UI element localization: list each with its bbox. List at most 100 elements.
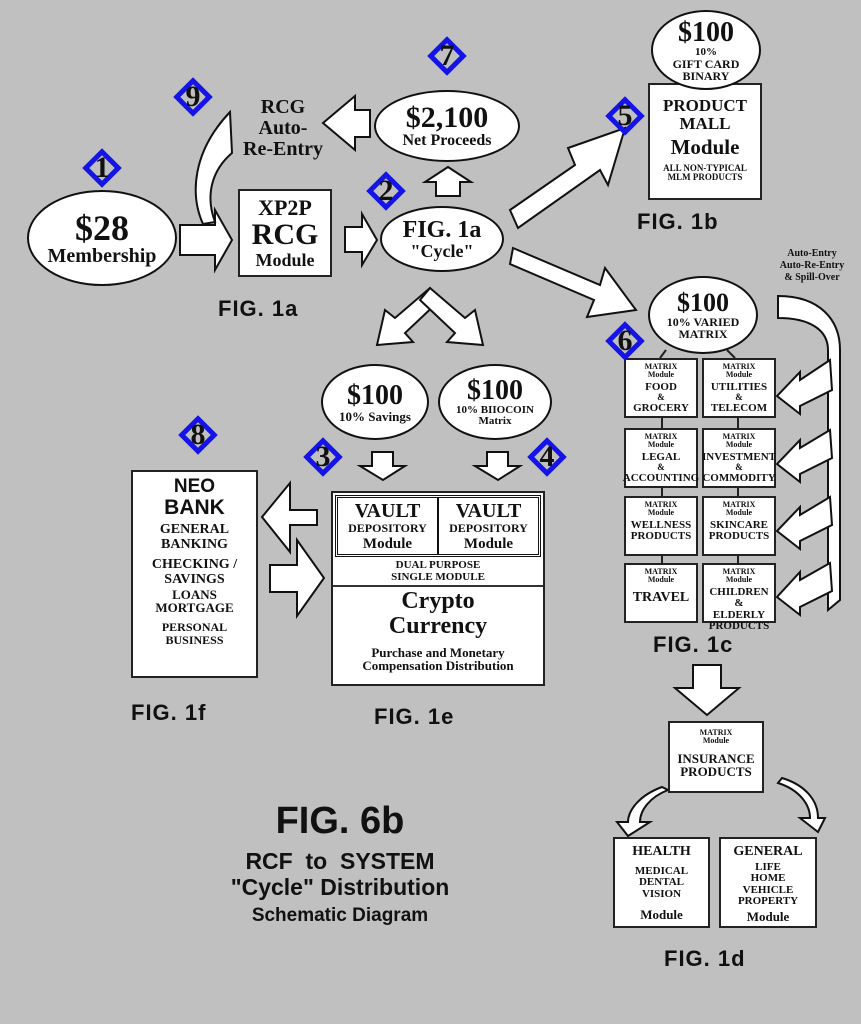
- matrix-name-line-2: &: [735, 462, 743, 473]
- crypto-desc-1: Purchase and Monetary: [371, 644, 505, 660]
- matrix-name-line-1: INVESTMENT: [702, 450, 776, 463]
- bank-item: GENERAL: [159, 521, 230, 537]
- matrix-name-line-1: LEGAL: [641, 450, 681, 463]
- matrix-name-line-3: PRODUCTS: [708, 620, 770, 633]
- step-7-marker: 7: [427, 36, 467, 76]
- mall-line-4: ALL NON-TYPICAL: [663, 162, 747, 173]
- matrix-name-line-1: CHILDREN &: [709, 585, 769, 610]
- arrow-cycle-to-mall: [508, 126, 627, 230]
- general-title: GENERAL: [733, 844, 803, 859]
- step-6-marker: 6: [605, 321, 645, 361]
- matrix-name-line-1: TRAVEL: [632, 589, 690, 605]
- health-module-label: Module: [640, 907, 683, 923]
- savings-node: $100 10% Savings: [321, 364, 429, 440]
- health-title: HEALTH: [632, 844, 691, 859]
- step-3-number: 3: [315, 440, 331, 473]
- module-line-1: XP2P: [258, 195, 312, 221]
- matrix-tag: MATRIX: [644, 432, 678, 441]
- dual-purpose-band: DUAL PURPOSE SINGLE MODULE: [333, 557, 543, 588]
- matrix-name-line-1: FOOD: [645, 380, 677, 393]
- insurance-line-1: INSURANCE: [677, 750, 755, 766]
- matrix-tag: MATRIX: [722, 500, 756, 509]
- vault-sub: DEPOSITORY: [449, 521, 528, 535]
- coin-label-2: Matrix: [478, 415, 512, 427]
- bank-item: LOANS: [172, 586, 217, 602]
- general-module-label: Module: [746, 908, 790, 924]
- biiocoin-node: $100 10% BIIOCOIN Matrix: [438, 364, 552, 440]
- arrow-spill-children: [775, 561, 834, 618]
- insurance-tag: MATRIX: [699, 728, 733, 737]
- fig-1d-caption: FIG. 1d: [664, 946, 746, 971]
- gift-card-node: $100 10% GIFT CARD BINARY: [651, 10, 761, 90]
- matrix-name-line-1: UTILITIES: [710, 380, 768, 393]
- matrix-name-line-3: GROCERY: [633, 401, 689, 414]
- spill-line-2: Auto-Re-Entry: [779, 260, 845, 271]
- bank-item: SAVINGS: [164, 572, 225, 588]
- step-9-marker: 9: [173, 77, 213, 117]
- step-4-marker: 4: [527, 437, 567, 477]
- savings-amount: $100: [347, 379, 403, 411]
- step-2-number: 2: [378, 174, 394, 207]
- fig-1b-caption: FIG. 1b: [637, 209, 719, 234]
- matrix-name-line-2: ELDERLY: [712, 608, 766, 621]
- insurance-products-module: MATRIX Module INSURANCE PRODUCTS: [668, 721, 764, 793]
- matrix-sub: Module: [647, 370, 675, 380]
- title-line-1: RCF to SYSTEM: [245, 847, 435, 874]
- matrix-name-line-1: SKINCARE: [709, 518, 769, 531]
- matrix-sub: Module: [647, 440, 675, 450]
- connector-matrix-left: [659, 349, 667, 359]
- product-mall-module: PRODUCT MALL Module ALL NON-TYPICAL MLM …: [648, 83, 762, 200]
- neo-bank-module: NEO BANK GENERAL BANKING CHECKING / SAVI…: [131, 470, 258, 678]
- general-item: LIFE: [755, 860, 781, 873]
- matrix-name-line-3: ACCOUNTING: [622, 471, 700, 484]
- module-line-2: RCG: [251, 218, 319, 252]
- gift-pct: 10%: [695, 45, 717, 58]
- matrix-tag: MATRIX: [644, 362, 678, 371]
- matrix-tag: MATRIX: [722, 567, 756, 576]
- savings-label: 10% Savings: [339, 408, 411, 424]
- vault-sub: DEPOSITORY: [348, 521, 427, 535]
- varied-matrix-node: $100 10% VARIED MATRIX: [648, 276, 758, 354]
- cycle-line-1: FIG. 1a: [402, 217, 482, 243]
- gift-line-3: BINARY: [682, 68, 730, 83]
- arrow-insurance-to-health: [614, 785, 671, 838]
- reentry-line-1: RCG: [260, 96, 306, 118]
- matrix-name-line-2: PRODUCTS: [630, 530, 692, 543]
- matrix-line-2: MATRIX: [678, 327, 728, 341]
- vault-module-right: VAULT DEPOSITORY Module: [439, 498, 538, 554]
- step-9-number: 9: [185, 80, 201, 113]
- arrow-spill-skincare: [775, 495, 834, 552]
- mall-line-5: MLM PRODUCTS: [667, 172, 743, 183]
- arrow-coin-down: [471, 451, 524, 482]
- reentry-line-2: Auto-: [258, 117, 308, 139]
- step-2-marker: 2: [366, 171, 406, 211]
- spill-line-3: & Spill-Over: [784, 272, 840, 283]
- vault-title: VAULT: [354, 500, 421, 522]
- mall-line-3: Module: [670, 134, 740, 159]
- bank-item: MORTGAGE: [155, 600, 234, 616]
- step-7-number: 7: [439, 39, 455, 72]
- health-item: VISION: [641, 887, 682, 900]
- neo-line-2: BANK: [164, 495, 225, 519]
- dual-line-2: SINGLE MODULE: [391, 571, 485, 584]
- rcg-auto-reentry-label: RCG Auto- Re-Entry: [238, 97, 328, 160]
- neo-line-1: NEO: [173, 476, 216, 497]
- crypto-desc-2: Compensation Distribution: [362, 658, 514, 674]
- coin-amount: $100: [467, 375, 523, 406]
- matrix-tag: MATRIX: [722, 432, 756, 441]
- step-4-number: 4: [539, 440, 555, 473]
- arrow-spillover-band: [777, 294, 841, 613]
- health-module: HEALTH MEDICAL DENTAL VISION Module: [613, 837, 710, 928]
- membership-label: Membership: [47, 245, 157, 267]
- matrix-name-line-1: WELLNESS: [630, 518, 692, 531]
- matrix-amount: $100: [677, 288, 729, 317]
- arrow-bank-to-vault: [269, 536, 326, 620]
- step-1-number: 1: [94, 151, 110, 184]
- matrix-name-line-3: TELECOM: [710, 401, 768, 414]
